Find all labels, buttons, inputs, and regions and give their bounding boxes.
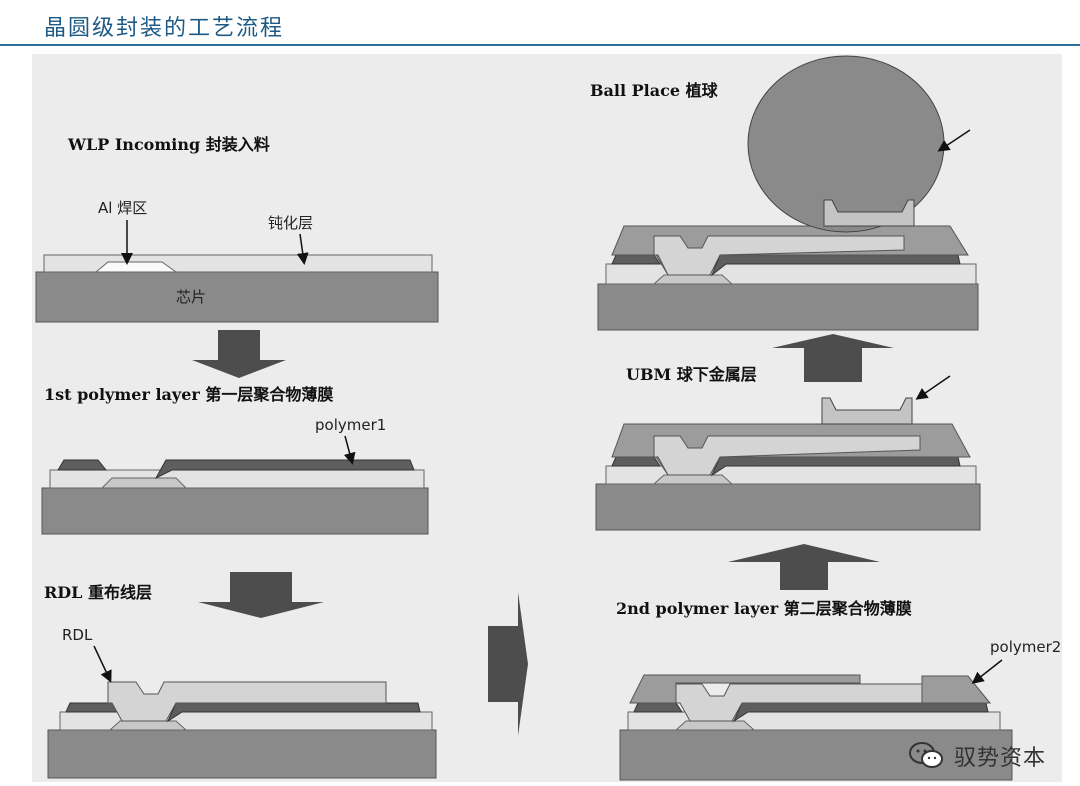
step-label-ubm: UBM 球下金属层 (626, 365, 757, 384)
al-pad (652, 274, 734, 285)
header-divider (0, 44, 1080, 46)
step-label-rdl: RDL 重布线层 (44, 583, 152, 602)
polymer2-right (921, 675, 992, 704)
annotation-rdl: RDL (62, 626, 93, 644)
annotation-passivation: 钝化层 (268, 214, 313, 232)
wechat-icon (909, 742, 943, 768)
watermark: 驭势资本 (908, 740, 1046, 772)
chip-substrate (35, 271, 439, 323)
rdl-layer (107, 681, 387, 722)
arrow-up-2 (772, 334, 894, 382)
arrow-up-1 (728, 544, 880, 590)
polymer2-pointer (971, 659, 1003, 684)
al-pad (94, 261, 178, 273)
al-pad (674, 720, 756, 731)
ball-pointer (937, 129, 971, 152)
page-title: 晶圆级封装的工艺流程 (44, 16, 285, 41)
chip-substrate (47, 729, 437, 779)
polymer1-pointer (343, 435, 356, 465)
arrow-down-2 (198, 572, 324, 618)
ubm-pad (823, 199, 915, 227)
al-pad (100, 477, 188, 489)
al-pad (652, 474, 734, 485)
step-label-wlp: WLP Incoming 封装入料 (67, 135, 270, 154)
stack-ball (597, 55, 979, 331)
stack-wlp (35, 254, 439, 323)
stack-polymer1 (41, 459, 429, 535)
passivation-pointer (296, 233, 309, 265)
stack-rdl (47, 681, 437, 779)
rdl-layer (653, 435, 921, 476)
chip-substrate (595, 483, 981, 531)
al-pad (108, 720, 188, 731)
polymer1-left (57, 459, 108, 471)
chip-substrate (597, 283, 979, 331)
step-label-polymer1: 1st polymer layer 第一层聚合物薄膜 (44, 385, 333, 404)
ubm-pointer (915, 375, 951, 400)
ubm-pad (821, 397, 913, 425)
rdl-pointer (93, 645, 112, 683)
step-label-ball: Ball Place 植球 (590, 81, 719, 100)
annotation-al-pad: Al 焊区 (98, 199, 147, 217)
polymer1-left (611, 254, 661, 265)
polymer1-left (611, 456, 661, 467)
annotation-polymer1: polymer1 (315, 416, 386, 434)
chip-substrate (619, 729, 1013, 781)
arrow-right (488, 592, 528, 736)
polymer1-left (65, 702, 119, 713)
step-label-polymer2: 2nd polymer layer 第二层聚合物薄膜 (616, 599, 912, 618)
stack-ubm (595, 397, 981, 531)
polymer1-left (633, 702, 683, 713)
annotation-chip: 芯片 (176, 288, 206, 306)
watermark-text: 驭势资本 (954, 746, 1047, 771)
stack-polymer2 (619, 674, 1013, 781)
solder-ball (747, 55, 945, 233)
annotation-polymer2: polymer2 (990, 638, 1061, 656)
arrow-down-1 (192, 330, 286, 378)
chip-substrate (41, 487, 429, 535)
rdl-layer (653, 235, 905, 276)
